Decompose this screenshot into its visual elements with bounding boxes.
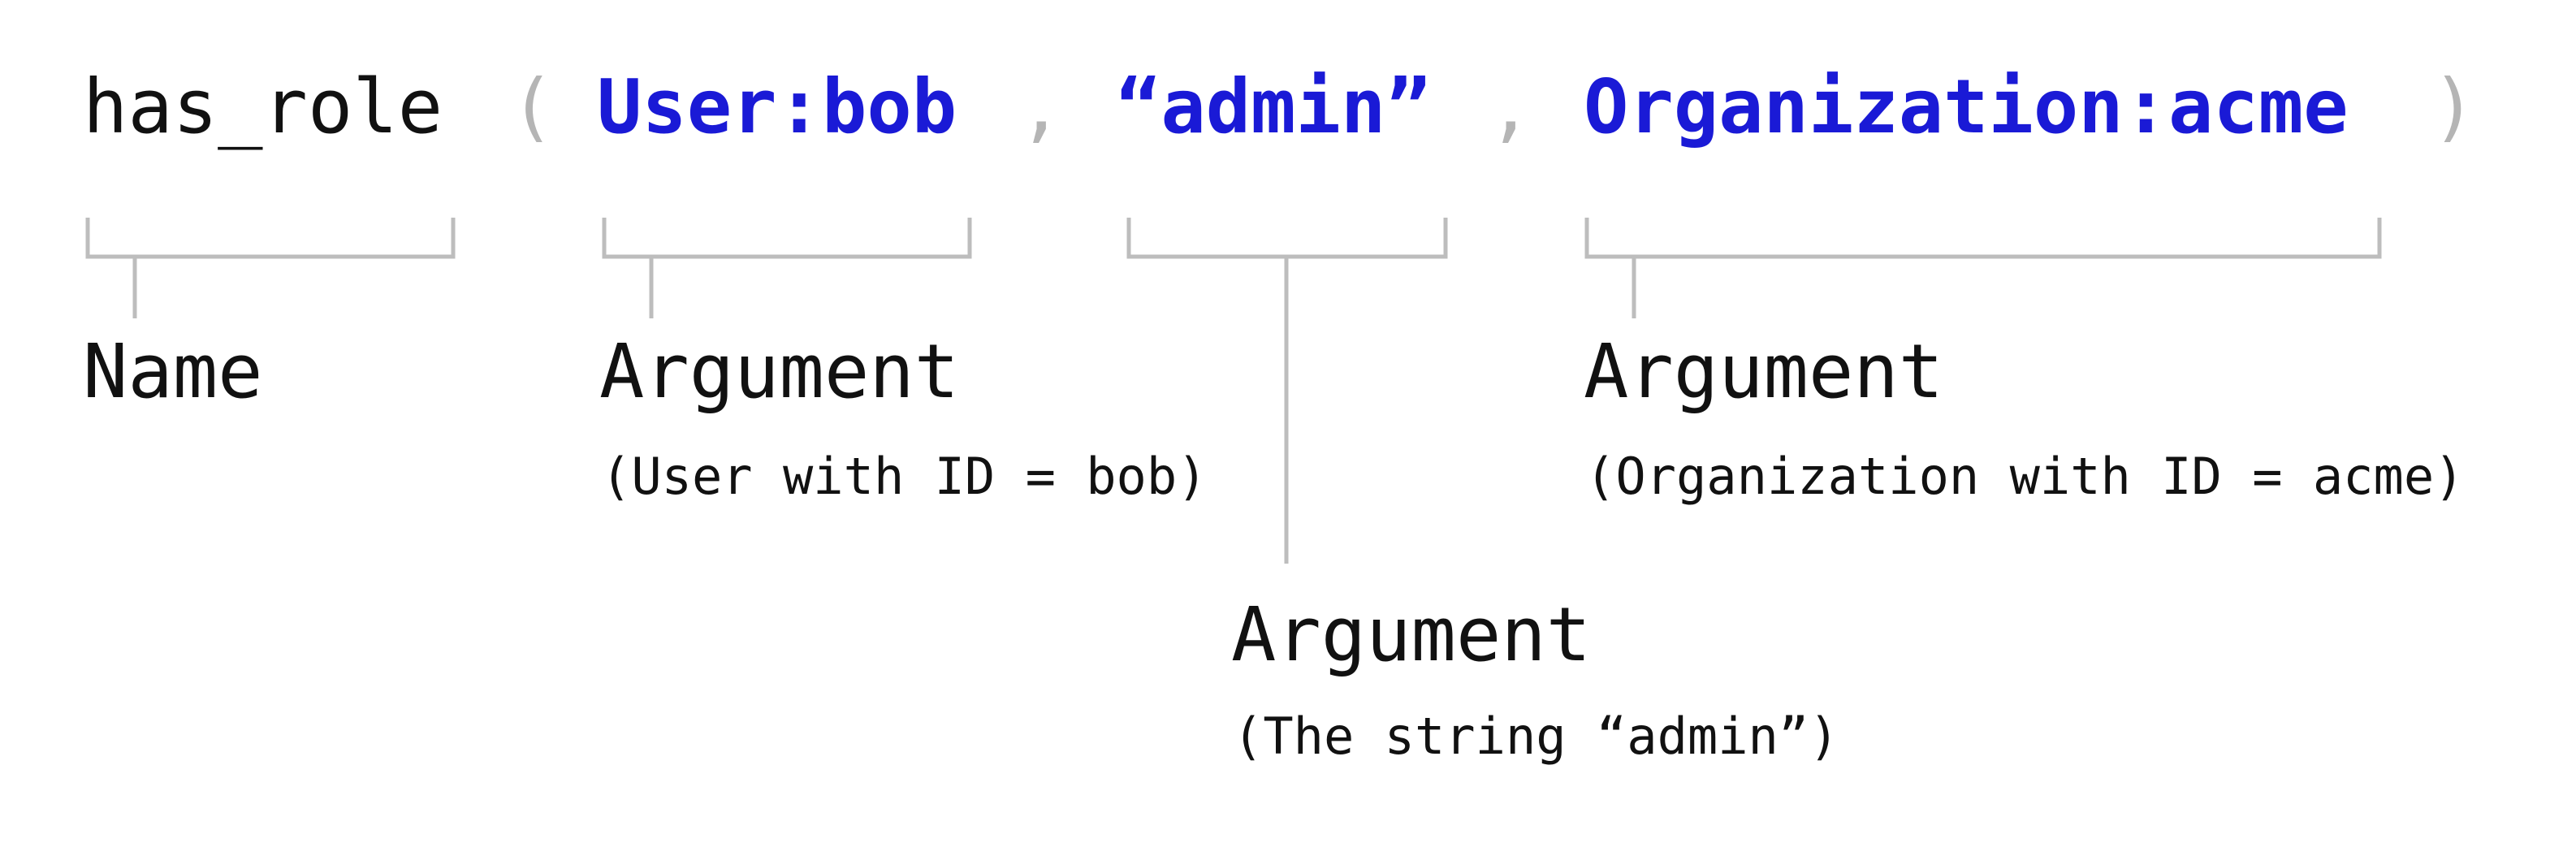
arg2-bracket xyxy=(1126,218,1448,564)
name-label: Name xyxy=(83,328,263,415)
open-paren: ( xyxy=(510,63,555,150)
comma-2: , xyxy=(1488,63,1533,150)
predicate-name: has_role xyxy=(83,63,443,150)
close-paren: ) xyxy=(2431,63,2477,150)
arg1-label: Argument xyxy=(599,328,960,415)
arg3-note: (Organization with ID = acme) xyxy=(1585,447,2465,506)
arg2-note: (The string “admin”) xyxy=(1233,707,1839,766)
arg1-note: (User with ID = bob) xyxy=(601,447,1208,506)
arg3-label: Argument xyxy=(1584,328,1944,415)
arg3-bracket xyxy=(1584,218,2382,318)
arg1-bracket xyxy=(602,218,972,318)
arg2-label: Argument xyxy=(1231,591,1592,678)
argument-user-bob: User:bob xyxy=(597,63,957,150)
name-bracket xyxy=(85,218,456,318)
argument-admin: “admin” xyxy=(1116,63,1431,150)
argument-organization-acme: Organization:acme xyxy=(1584,63,2349,150)
comma-1: , xyxy=(1018,63,1064,150)
